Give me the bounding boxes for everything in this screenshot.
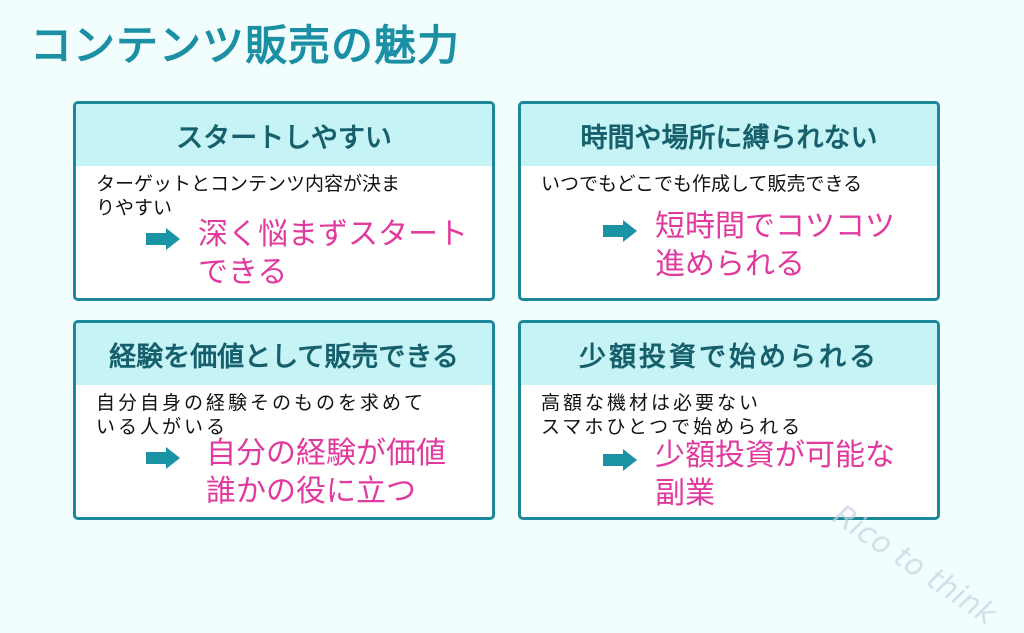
result-line: 進められる xyxy=(655,247,805,282)
card-start-easy: スタートしやすい ターゲットとコンテンツ内容が決ま りやすい 深く悩まずスタート… xyxy=(73,101,495,301)
card-small-investment: 少額投資で始められる 高額な機材は必要ない スマホひとつで始められる 少額投資が… xyxy=(518,320,940,520)
result-line: 少額投資が可能な xyxy=(655,438,895,473)
description-line: いる人がいる xyxy=(96,416,229,438)
card-description: 高額な機材は必要ない スマホひとつで始められる xyxy=(541,391,923,439)
result-line: 誰かの役に立つ xyxy=(206,474,416,509)
result-text: 深く悩まずスタート できる xyxy=(198,216,468,292)
right-arrow-icon xyxy=(146,228,184,250)
result-line: 副業 xyxy=(655,476,715,511)
card-description: 自分自身の経験そのものを求めて いる人がいる xyxy=(96,391,478,439)
description-line: 自分自身の経験そのものを求めて xyxy=(96,392,427,414)
card-heading: 少額投資で始められる xyxy=(521,323,937,385)
card-result: 深く悩まずスタート できる xyxy=(146,216,478,292)
result-line: できる xyxy=(198,255,288,290)
result-line: 深く悩まずスタート xyxy=(198,217,468,252)
description-line: ターゲットとコンテンツ内容が決ま xyxy=(96,173,401,195)
card-result: 短時間でコツコツ 進められる xyxy=(603,208,923,284)
right-arrow-icon xyxy=(603,220,641,242)
right-arrow-icon xyxy=(603,449,641,471)
description-line: スマホひとつで始められる xyxy=(541,416,804,438)
card-experience-value: 経験を価値として販売できる 自分自身の経験そのものを求めて いる人がいる 自分の… xyxy=(73,320,495,520)
result-text: 少額投資が可能な 副業 xyxy=(655,437,895,513)
card-result: 少額投資が可能な 副業 xyxy=(603,437,923,513)
result-line: 自分の経験が価値 xyxy=(206,436,446,471)
result-text: 短時間でコツコツ 進められる xyxy=(655,208,895,284)
card-description: いつでもどこでも作成して販売できる xyxy=(541,172,923,196)
card-heading: 経験を価値として販売できる xyxy=(76,323,492,385)
card-heading: 時間や場所に縛られない xyxy=(521,104,937,166)
card-time-place: 時間や場所に縛られない いつでもどこでも作成して販売できる 短時間でコツコツ 進… xyxy=(518,101,940,301)
description-line: 高額な機材は必要ない xyxy=(541,392,762,414)
description-line: いつでもどこでも作成して販売できる xyxy=(541,173,863,195)
page-title: コンテンツ販売の魅力 xyxy=(30,21,461,70)
description-line: りやすい xyxy=(96,197,173,219)
right-arrow-icon xyxy=(146,447,184,469)
card-heading: スタートしやすい xyxy=(76,104,492,166)
result-line: 短時間でコツコツ xyxy=(655,209,895,244)
card-result: 自分の経験が価値 誰かの役に立つ xyxy=(146,435,478,511)
result-text: 自分の経験が価値 誰かの役に立つ xyxy=(206,435,446,511)
card-description: ターゲットとコンテンツ内容が決ま りやすい xyxy=(96,172,478,220)
